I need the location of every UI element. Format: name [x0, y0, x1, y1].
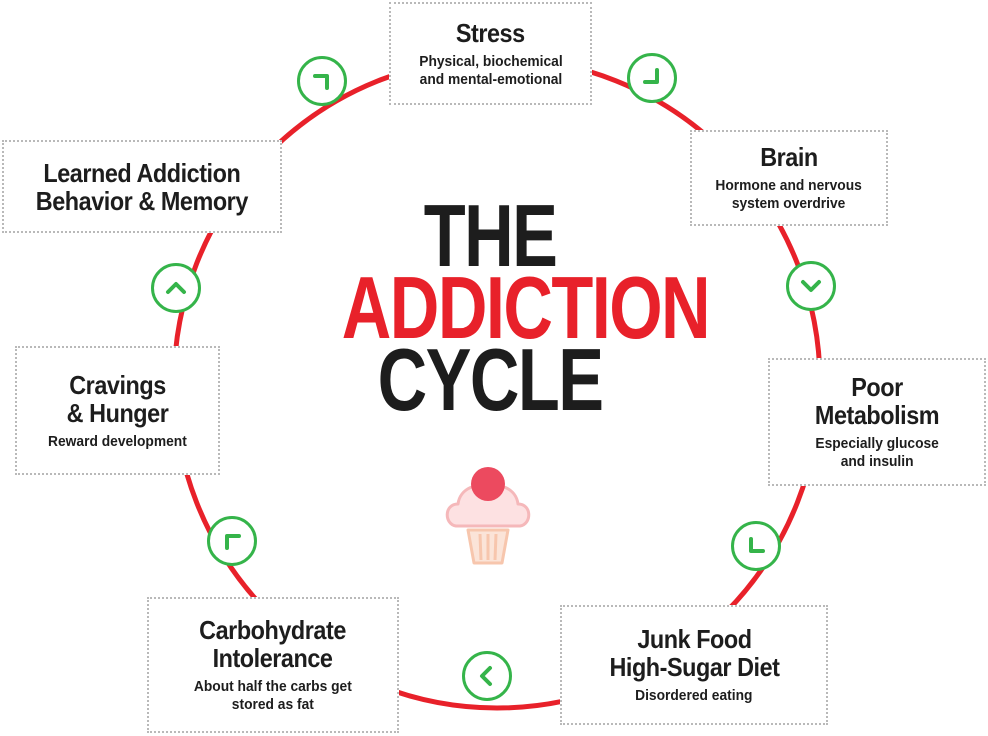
stage-brain: Brain Hormone and nervous system overdri…: [690, 130, 888, 226]
stage-title: Brain: [760, 142, 818, 172]
chevron-icon: [643, 68, 659, 84]
stage-cravings-hunger: Cravings & Hunger Reward development: [15, 346, 220, 475]
arrow-badge-cravings-learned: [151, 263, 201, 313]
stage-subtitle: Hormone and nervous system overdrive: [715, 177, 863, 212]
stage-subtitle: Disordered eating: [635, 687, 753, 704]
chevron-up-icon: [166, 282, 186, 294]
stage-title: Carbohydrate Intolerance: [199, 615, 347, 673]
arrow-badge-metabolism-junkfood: [731, 521, 781, 571]
chevron-icon: [225, 534, 241, 550]
arrow-badge-stress-brain: [627, 53, 677, 103]
stage-learned-addiction: Learned Addiction Behavior & Memory: [2, 140, 282, 233]
chevron-icon: [313, 74, 329, 90]
title-line-addiction: ADDICTION: [341, 258, 711, 357]
arrow-badge-learned-stress: [297, 56, 347, 106]
stage-subtitle: Physical, biochemical and mental-emotion…: [418, 52, 563, 88]
title-line-cycle: CYCLE: [377, 330, 604, 429]
stage-junk-food: Junk Food High-Sugar Diet Disordered eat…: [560, 605, 828, 725]
stage-title: Learned Addiction Behavior & Memory: [35, 157, 249, 216]
arrow-badge-brain-metabolism: [786, 261, 836, 311]
page-title: THE ADDICTION CYCLE: [300, 186, 711, 429]
stage-title: Cravings & Hunger: [66, 369, 169, 428]
stage-title: Stress: [456, 17, 525, 48]
arrow-badge-carbs-cravings: [207, 516, 257, 566]
stage-carbohydrate-intolerance: Carbohydrate Intolerance About half the …: [147, 597, 399, 733]
stage-title: Poor Metabolism: [814, 372, 940, 430]
stage-subtitle: About half the carbs get stored as fat: [194, 678, 352, 713]
stage-subtitle: Reward development: [48, 432, 187, 450]
chevron-down-icon: [801, 280, 821, 292]
stage-subtitle: Especially glucose and insulin: [815, 435, 939, 470]
chevron-icon: [749, 537, 765, 553]
arrow-badge-junkfood-carbs: [462, 651, 512, 701]
stage-poor-metabolism: Poor Metabolism Especially glucose and i…: [768, 358, 986, 486]
title-line-the: THE: [423, 186, 558, 285]
stage-stress: Stress Physical, biochemical and mental-…: [389, 2, 592, 105]
chevron-left-icon: [480, 666, 492, 686]
stage-title: Junk Food High-Sugar Diet: [608, 624, 780, 682]
cupcake-icon: [445, 467, 531, 565]
